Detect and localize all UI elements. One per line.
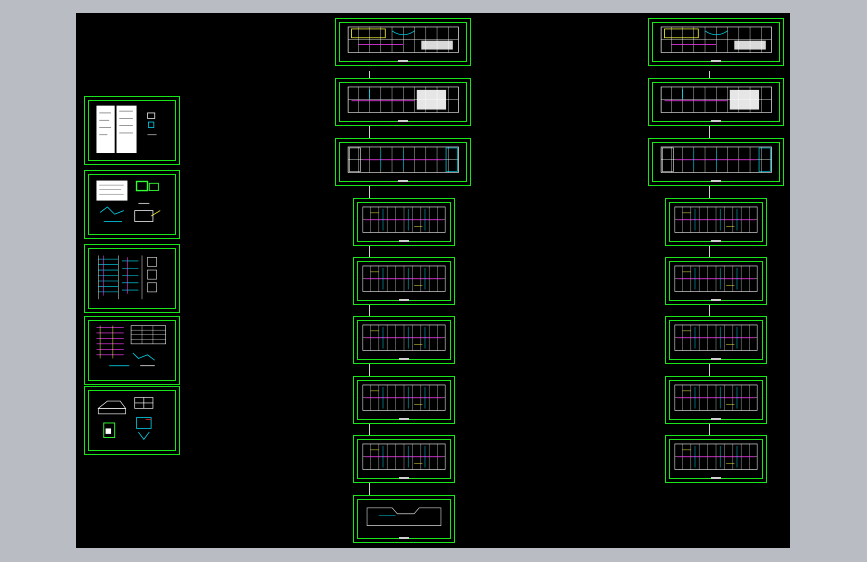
right-column-connector	[709, 71, 710, 435]
risers-sheet-graphic	[98, 255, 157, 300]
sheet-caption-mark	[399, 358, 409, 360]
floor-plan-sheet-mid-4[interactable]	[353, 198, 455, 246]
sheet-inner-frame	[88, 248, 176, 309]
floor-plan-sheet-mid-2[interactable]	[335, 78, 471, 126]
sheet-caption-mark	[398, 180, 408, 182]
sheet-details[interactable]	[84, 386, 180, 455]
floor-plan-graphic	[362, 264, 446, 293]
floor-plan-sheet-right-7[interactable]	[665, 376, 767, 424]
sheet-caption-mark	[399, 299, 409, 301]
sheet-notes[interactable]	[84, 170, 180, 239]
floor-plan-sheet-right-8[interactable]	[665, 435, 767, 483]
floor-plan-sheet-mid-5[interactable]	[353, 257, 455, 305]
floor-plan-sheet-right-3[interactable]	[648, 138, 784, 186]
floor-plan-sheet-mid-3[interactable]	[335, 138, 471, 186]
sheet-caption-mark	[711, 358, 721, 360]
sheet-caption-mark	[399, 537, 409, 539]
sheet-schedule[interactable]	[84, 316, 180, 385]
sheet-caption-mark	[398, 120, 408, 122]
sheet-caption-mark	[711, 418, 721, 420]
floor-plan-sheet-right-1[interactable]	[648, 18, 784, 66]
sheet-caption-mark	[711, 120, 721, 122]
floor-plan-graphic	[347, 85, 460, 114]
floor-plan-graphic	[660, 25, 773, 54]
floor-plan-graphic	[660, 145, 773, 174]
sheet-caption-mark	[711, 60, 721, 62]
floor-plan-graphic	[362, 442, 446, 471]
cad-drawing-viewport[interactable]	[76, 13, 790, 548]
floor-plan-graphic	[674, 442, 758, 471]
sheet-cover[interactable]	[84, 96, 180, 165]
floor-plan-graphic	[674, 383, 758, 412]
details-sheet-graphic	[97, 397, 154, 440]
sheet-caption-mark	[399, 477, 409, 479]
sheet-risers[interactable]	[84, 244, 180, 313]
floor-plan-graphic	[362, 502, 446, 531]
floor-plan-graphic	[674, 205, 758, 234]
floor-plan-graphic	[660, 85, 773, 114]
floor-plan-graphic	[362, 205, 446, 234]
sheet-caption-mark	[711, 180, 721, 182]
floor-plan-graphic	[362, 383, 446, 412]
floor-plan-sheet-mid-8[interactable]	[353, 435, 455, 483]
cover-sheet-graphic	[96, 105, 157, 154]
sheet-caption-mark	[711, 240, 721, 242]
floor-plan-graphic	[674, 264, 758, 293]
floor-plan-sheet-right-2[interactable]	[648, 78, 784, 126]
floor-plan-sheet-mid-9[interactable]	[353, 495, 455, 543]
floor-plan-graphic	[347, 145, 460, 174]
floor-plan-graphic	[347, 25, 460, 54]
floor-plan-graphic	[674, 323, 758, 352]
floor-plan-graphic	[362, 323, 446, 352]
notes-sheet-graphic	[96, 180, 161, 222]
sheet-inner-frame	[88, 174, 176, 235]
sheet-caption-mark	[398, 60, 408, 62]
sheet-inner-frame	[88, 320, 176, 381]
sheet-inner-frame	[88, 390, 176, 451]
floor-plan-sheet-right-5[interactable]	[665, 257, 767, 305]
floor-plan-sheet-mid-7[interactable]	[353, 376, 455, 424]
sheet-caption-mark	[711, 477, 721, 479]
sheet-caption-mark	[399, 418, 409, 420]
sheet-inner-frame	[88, 100, 176, 161]
floor-plan-sheet-mid-6[interactable]	[353, 316, 455, 364]
sheet-caption-mark	[399, 240, 409, 242]
schedule-sheet-graphic	[96, 325, 166, 367]
floor-plan-sheet-right-4[interactable]	[665, 198, 767, 246]
floor-plan-sheet-mid-1[interactable]	[335, 18, 471, 66]
floor-plan-sheet-right-6[interactable]	[665, 316, 767, 364]
sheet-caption-mark	[711, 299, 721, 301]
